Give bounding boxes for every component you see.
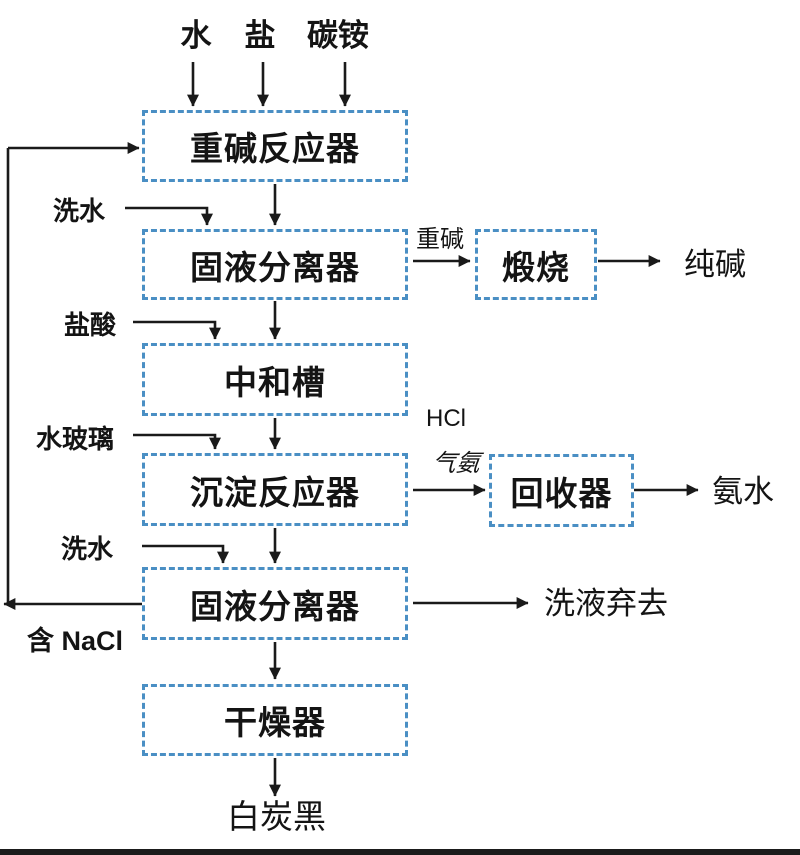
output-soda-ash-label: 纯碱 xyxy=(684,247,746,282)
box-recovery-unit: 回收器 xyxy=(489,454,634,527)
input-ammonium-bicarbonate-label: 碳铵 xyxy=(307,18,369,53)
stream-hcl-label: HCl xyxy=(426,405,466,432)
arrow-waterglass-in xyxy=(133,433,221,450)
box-calciner: 煅烧 xyxy=(475,229,597,300)
box-precipitation-reactor: 沉淀反应器 xyxy=(142,453,408,526)
input-washwater2-label: 洗水 xyxy=(61,534,114,564)
input-salt-label: 盐 xyxy=(244,18,276,53)
output-wash-liquid-discard-label: 洗液弃去 xyxy=(544,586,668,621)
arrow-washwater1-in xyxy=(125,206,213,226)
box-heavy-alkali-reactor: 重碱反应器 xyxy=(142,110,408,182)
stream-heavy-alkali-label: 重碱 xyxy=(416,226,464,253)
input-waterglass-label: 水玻璃 xyxy=(36,424,115,454)
arrow-washwater2-in xyxy=(142,544,229,564)
box-solid-liquid-separator-2: 固液分离器 xyxy=(142,567,408,640)
input-washwater1-label: 洗水 xyxy=(53,196,106,226)
input-hydrochloric-acid-label: 盐酸 xyxy=(64,310,117,340)
output-white-carbon-black-label: 白炭黑 xyxy=(227,798,326,835)
stream-ammonia-gas-label: 气氨 xyxy=(430,450,482,477)
box-neutralization-tank: 中和槽 xyxy=(142,343,408,416)
bottom-edge-bar xyxy=(0,849,800,855)
output-ammonia-water-label: 氨水 xyxy=(712,474,774,509)
stream-contains-nacl-label: 含 NaCl xyxy=(27,626,124,656)
arrow-hydrochloric-acid-in xyxy=(133,320,221,340)
input-water-label: 水 xyxy=(180,18,212,53)
box-dryer: 干燥器 xyxy=(142,684,408,756)
box-solid-liquid-separator-1: 固液分离器 xyxy=(142,229,408,300)
